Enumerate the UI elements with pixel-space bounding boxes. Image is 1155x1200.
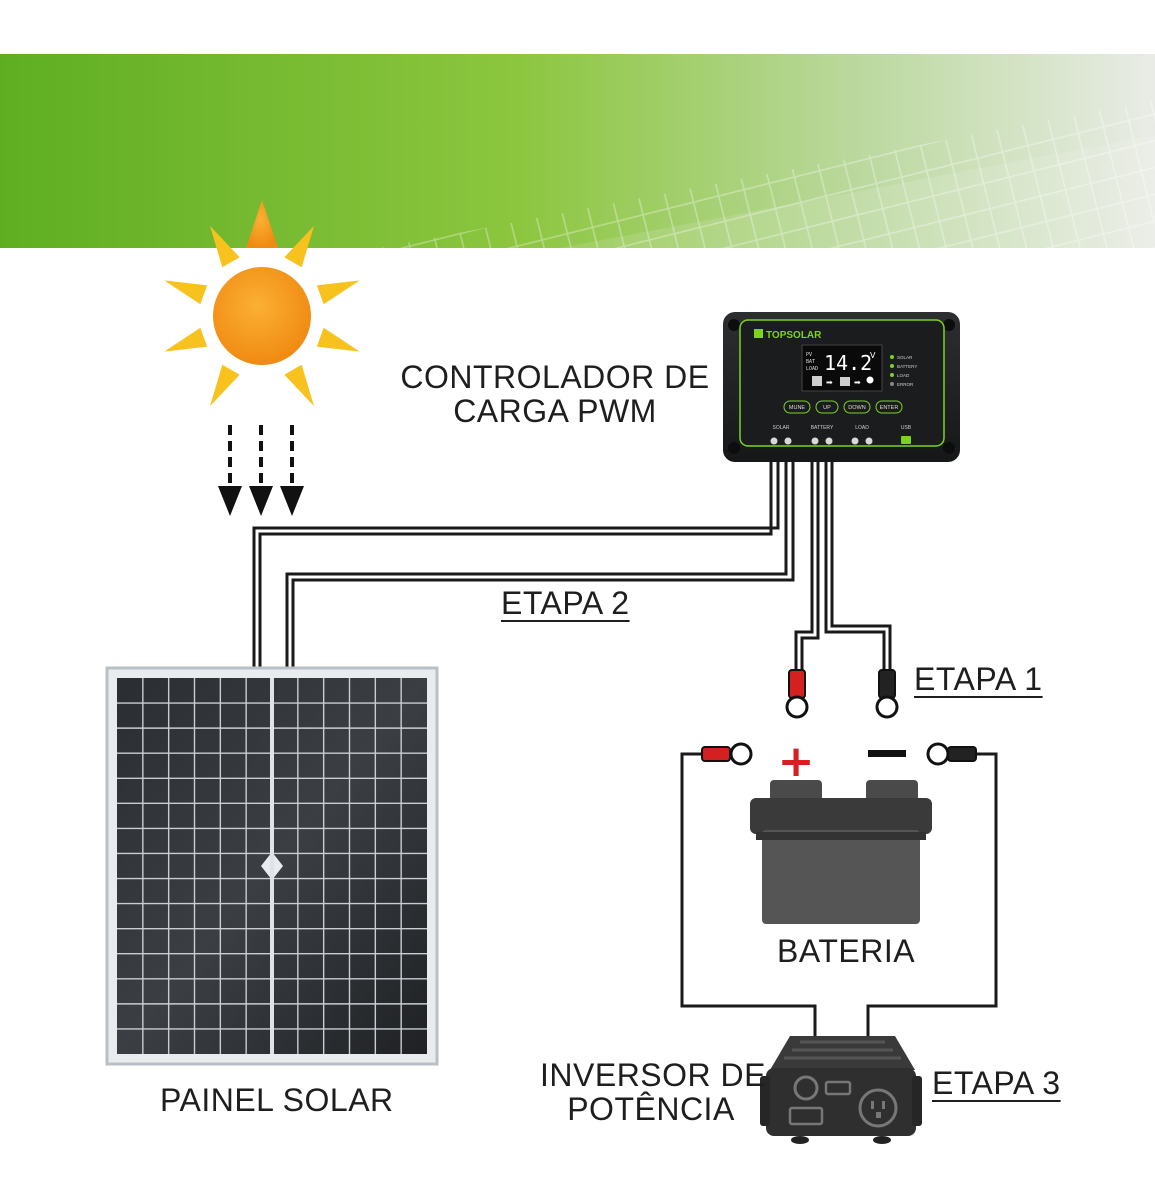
display-unit: V (870, 351, 876, 360)
sunlight-arrows-icon (218, 425, 304, 516)
stage-1-label: ETAPA 1 (914, 661, 1043, 697)
indicator-load: LOAD (897, 373, 910, 378)
inverter-wires (680, 752, 998, 1040)
button-enter: ENTER (880, 405, 899, 411)
panel-wires (252, 458, 795, 668)
indicator-error: ERROR (897, 382, 914, 387)
sun-icon (164, 200, 360, 407)
power-inverter-icon (760, 1036, 922, 1144)
button-mune: MUNE (789, 405, 806, 411)
controller-ports: SOLAR BATTERY LOAD USB (770, 425, 912, 445)
stage-2-label: ETAPA 2 (501, 585, 630, 621)
negative-ring-terminal-icon (875, 669, 899, 719)
port-usb: USB (901, 425, 912, 431)
battery-label: BATERIA (777, 933, 916, 969)
button-up: UP (823, 405, 831, 411)
controller-label-line2: CARGA PWM (453, 393, 657, 429)
controller-label-line1: CONTROLADOR DE (400, 359, 710, 395)
inverter-positive-terminal-icon (701, 742, 753, 766)
inverter-label-line1: INVERSOR DE (540, 1057, 766, 1093)
inverter-negative-terminal-icon (926, 742, 977, 766)
stage-3-label: ETAPA 3 (932, 1065, 1061, 1101)
svg-text:➡: ➡ (854, 378, 861, 387)
display-row-bat: BAT (806, 359, 815, 365)
port-solar: SOLAR (773, 425, 790, 431)
controller-label: CONTROLADOR DE CARGA PWM (400, 360, 710, 428)
display-row-pv: PV (806, 352, 812, 358)
display-row-load: LOAD (806, 366, 818, 372)
charge-controller-icon: TOPSOLAR PV BAT LOAD 14.2 V ➡ ➡ SOLAR BA… (723, 312, 960, 462)
inverter-label: INVERSOR DE POTÊNCIA (540, 1057, 766, 1127)
port-battery: BATTERY (811, 425, 834, 431)
inverter-label-line2: POTÊNCIA (567, 1091, 735, 1127)
battery-wires (794, 458, 892, 670)
solar-panel-icon (105, 666, 439, 1066)
solar-panel-label: PAINEL SOLAR (160, 1082, 394, 1118)
port-load: LOAD (855, 425, 869, 431)
controller-brand: TOPSOLAR (766, 330, 822, 341)
button-down: DOWN (848, 405, 865, 411)
top-banner (0, 54, 1155, 248)
positive-sign: + (778, 736, 815, 787)
battery-icon: + (750, 736, 932, 924)
indicator-battery: BATTERY (897, 364, 917, 369)
controller-buttons: MUNE UP DOWN ENTER (783, 400, 903, 414)
indicator-solar: SOLAR (897, 355, 913, 360)
indicator-leds: SOLAR BATTERY LOAD ERROR (890, 355, 917, 387)
positive-ring-terminal-icon (785, 669, 809, 719)
negative-sign-icon (868, 750, 906, 757)
display-value: 14.2 (824, 351, 872, 375)
svg-text:➡: ➡ (826, 378, 833, 387)
